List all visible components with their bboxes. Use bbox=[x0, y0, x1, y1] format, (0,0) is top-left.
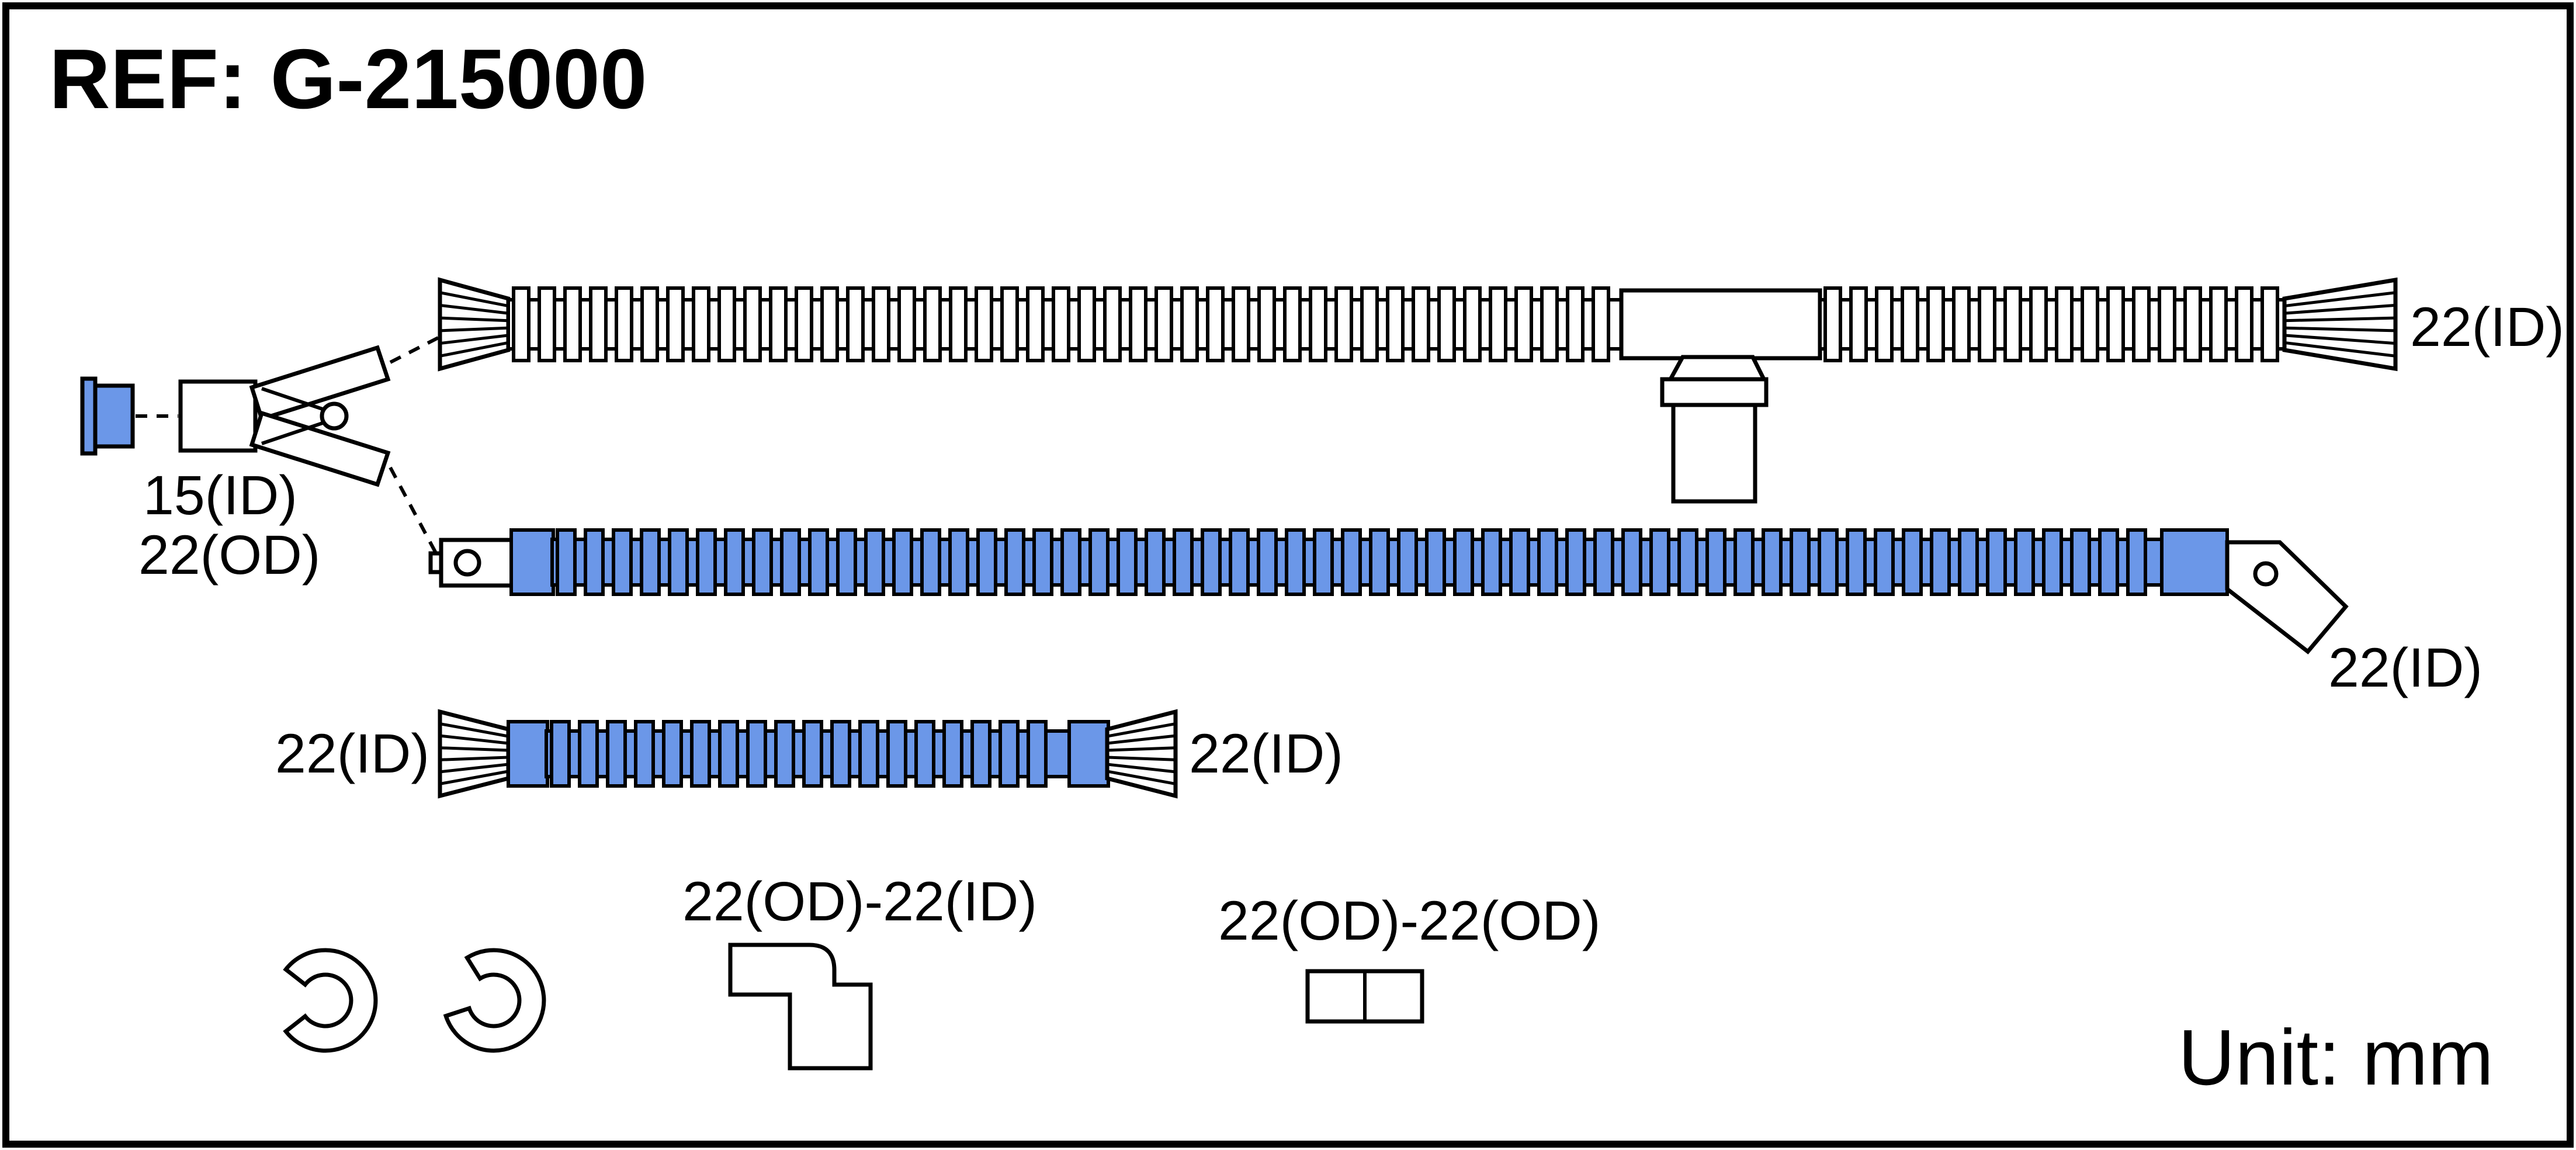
straight-connector: 22(OD)-22(OD) bbox=[1218, 890, 1601, 1024]
middle-tube-left-smooth bbox=[509, 528, 555, 596]
middle-tube-right-smooth bbox=[2160, 528, 2229, 596]
y-piece-label-id: 15(ID) bbox=[143, 465, 297, 526]
hose-clip-2 bbox=[443, 948, 546, 1053]
y-piece-lower-branch bbox=[249, 410, 391, 487]
dashed-connector-lower bbox=[389, 466, 439, 556]
middle-tube-corrugation bbox=[550, 528, 2164, 596]
middle-tube-right-label: 22(ID) bbox=[2328, 637, 2483, 699]
hose-clip-1 bbox=[283, 948, 378, 1053]
wye-port-collar bbox=[1660, 377, 1769, 407]
top-tube: 22(ID) bbox=[438, 277, 2564, 504]
hose-clip-shape bbox=[283, 948, 378, 1053]
middle-tube-right-connector bbox=[2225, 540, 2349, 654]
straight-connector-label: 22(OD)-22(OD) bbox=[1218, 890, 1601, 952]
y-piece-label-od: 22(OD) bbox=[138, 524, 320, 586]
middle-tube: 22(ID) bbox=[428, 528, 2483, 699]
angled-connector-body bbox=[2225, 540, 2349, 654]
short-tube-right-label: 22(ID) bbox=[1189, 723, 1343, 785]
elbow-connector-label: 22(OD)-22(ID) bbox=[682, 871, 1037, 933]
elbow-connector: 22(OD)-22(ID) bbox=[682, 871, 1037, 1071]
y-piece-inner-line-top bbox=[261, 387, 323, 411]
y-piece bbox=[178, 345, 391, 487]
y-piece-inlet bbox=[178, 379, 258, 453]
top-tube-left-cuff bbox=[438, 277, 511, 372]
short-tube-left-smooth bbox=[507, 720, 549, 788]
wye-port-body bbox=[1671, 403, 1757, 504]
short-tube-right-cuff bbox=[1105, 709, 1178, 799]
ref-title: REF: G-215000 bbox=[49, 32, 647, 126]
y-piece-inner-line-bottom bbox=[261, 421, 323, 445]
y-piece-upper-branch bbox=[249, 345, 391, 422]
top-tube-corrugation-left bbox=[507, 286, 1623, 362]
elbow-cap bbox=[80, 376, 135, 456]
hose-clip-shape bbox=[443, 948, 546, 1053]
dashed-connector-upper bbox=[389, 336, 439, 364]
short-tube: 22(ID) 22(ID) bbox=[275, 709, 1343, 799]
middle-tube-left-port-circle bbox=[453, 549, 481, 577]
wye-branch bbox=[1666, 355, 1768, 383]
short-tube-left-cuff bbox=[438, 709, 511, 799]
short-tube-left-label: 22(ID) bbox=[275, 723, 429, 785]
top-tube-right-label: 22(ID) bbox=[2410, 296, 2564, 358]
unit-label: Unit: mm bbox=[2178, 1013, 2494, 1101]
elbow-cap-body bbox=[93, 383, 135, 449]
elbow-connector-shape bbox=[728, 943, 873, 1071]
wye-smooth-section bbox=[1619, 288, 1822, 361]
angled-connector-port-circle bbox=[2253, 561, 2279, 587]
y-piece-port-circle bbox=[320, 401, 349, 431]
top-tube-wye-port bbox=[1619, 288, 1822, 504]
short-tube-corrugation bbox=[545, 720, 1071, 788]
top-tube-corrugation-right bbox=[1818, 286, 2286, 362]
short-tube-right-smooth bbox=[1067, 720, 1110, 788]
top-tube-right-cuff bbox=[2282, 277, 2398, 372]
